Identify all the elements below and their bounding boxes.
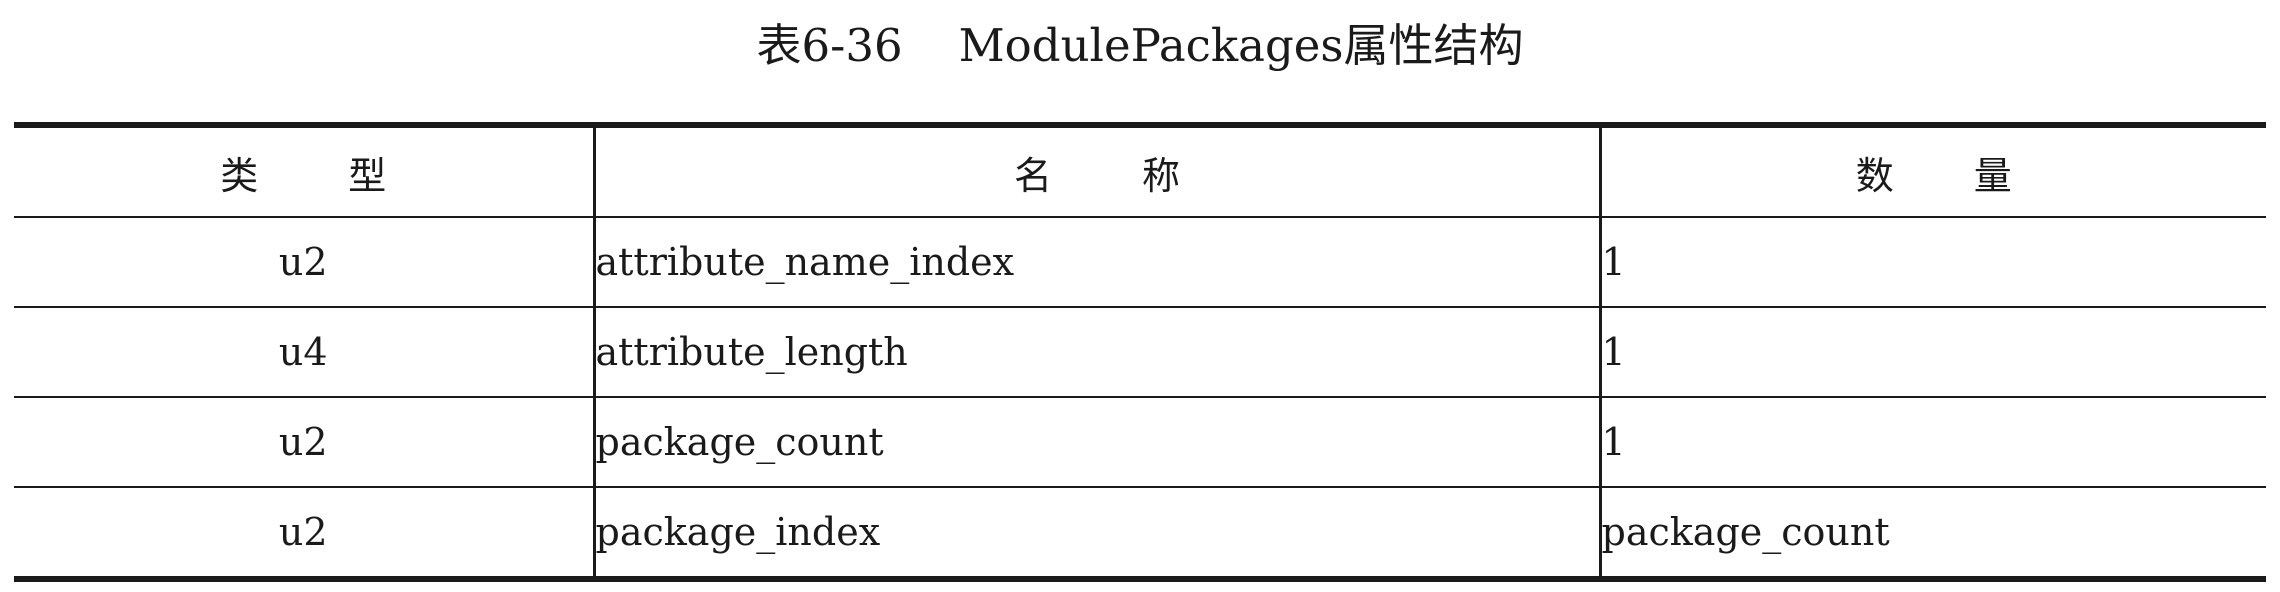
header-type: 类 型 (14, 125, 594, 217)
cell-count: 1 (1598, 396, 2266, 487)
header-type-char-2: 型 (348, 153, 387, 198)
header-count-char-1: 数 (1855, 153, 1894, 198)
cell-count: 1 (1598, 306, 2266, 397)
table-header-row: 类 型 名 称 数 量 (14, 125, 2266, 217)
cell-type: u2 (14, 216, 594, 307)
cell-count: 1 (1598, 216, 2266, 307)
cell-type: u4 (14, 306, 594, 397)
header-name-char-2: 称 (1142, 153, 1181, 198)
table-row: u2 package_count 1 (14, 396, 2266, 487)
header-type-char-1: 类 (220, 153, 259, 198)
cell-name: attribute_name_index (592, 216, 1600, 307)
attribute-structure-table-wrap: 类 型 名 称 数 量 (14, 122, 2266, 582)
header-name-char-1: 名 (1013, 153, 1052, 198)
cell-name: package_count (592, 396, 1600, 487)
table-row: u2 attribute_name_index 1 (14, 216, 2266, 307)
header-name: 名 称 (592, 125, 1600, 217)
attribute-structure-table: 类 型 名 称 数 量 (14, 122, 2266, 582)
cell-count: package_count (1598, 486, 2266, 579)
header-count-char-2: 量 (1973, 153, 2012, 198)
caption-label: 表6-36 (756, 18, 903, 72)
cell-type: u2 (14, 396, 594, 487)
header-count: 数 量 (1598, 125, 2266, 217)
table-row: u4 attribute_length 1 (14, 306, 2266, 397)
cell-type: u2 (14, 486, 594, 579)
table-row: u2 package_index package_count (14, 486, 2266, 579)
table-caption: 表6-36 ModulePackages属性结构 (0, 6, 2280, 76)
caption-title: ModulePackages属性结构 (958, 18, 1524, 72)
cell-name: attribute_length (592, 306, 1600, 397)
cell-name: package_index (592, 486, 1600, 579)
